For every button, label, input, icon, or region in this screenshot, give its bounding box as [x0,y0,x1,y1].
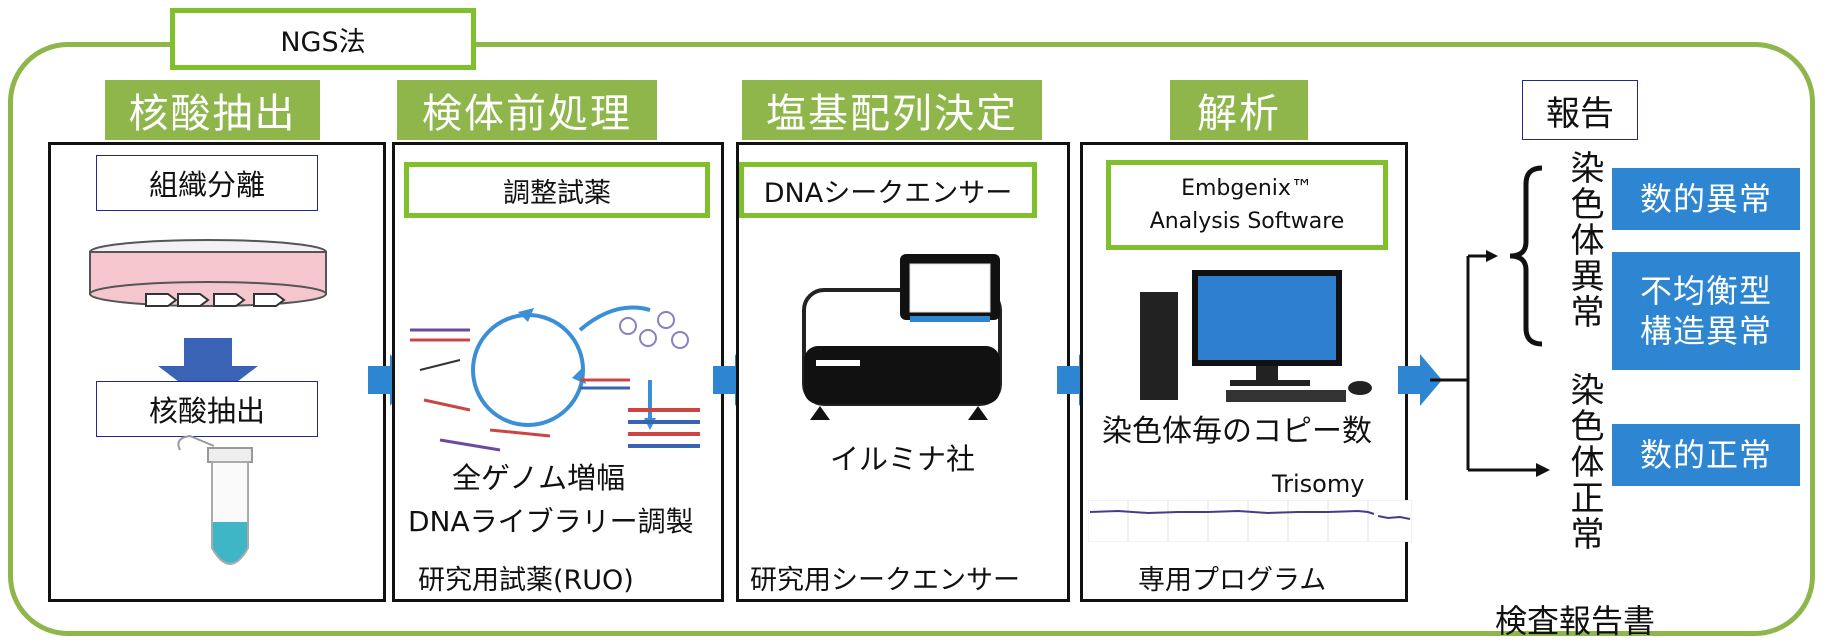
trisomy-label: Trisomy [1272,470,1365,498]
software-subtitle: Analysis Software [1149,209,1345,234]
extraction-box: 核酸抽出 [96,381,318,437]
chromosome-normal-label: 染色体正常 [1564,372,1604,552]
genome-amplification-diagram [410,305,700,452]
stage-nucleic-acid-extraction: 核酸抽出 [105,80,320,140]
sequencer-box: DNAシークエンサー [739,162,1037,218]
structural-line-1: 不均衡型 [1639,272,1772,310]
tissue-separation-box: 組織分離 [96,155,318,211]
reagent-box: 調整試薬 [404,162,710,218]
numerical-normal-box: 数的正常 [1612,424,1800,486]
stage-sequencing: 塩基配列決定 [742,80,1042,140]
numerical-abnormality-box: 数的異常 [1612,168,1800,230]
stage-report: 報告 [1522,80,1638,140]
computer-icon [1140,270,1372,402]
library-prep-caption: DNAライブラリー調製 [408,505,694,538]
structural-line-2: 構造異常 [1639,312,1772,350]
panel-sample-prep [392,142,724,602]
stage-sample-prep: 検体前処理 [397,80,657,140]
copy-number-plot [1088,500,1412,542]
research-sequencer-footer: 研究用シークエンサー [750,565,1020,596]
test-report-label: 検査報告書 [1495,602,1656,640]
dedicated-program-footer: 専用プログラム [1138,565,1327,596]
workflow-frame [8,42,1815,636]
chromosome-abnormal-label: 染色体異常 [1564,150,1604,330]
petri-dish-illustration [89,239,327,404]
ruo-footer: 研究用試薬(RUO) [418,565,634,596]
wga-caption: 全ゲノム増幅 [452,461,626,495]
software-box: Embgenix™ Analysis Software [1106,160,1388,250]
copy-number-caption: 染色体毎のコピー数 [1102,414,1372,449]
report-branch-connectors [1430,165,1550,477]
arrow-right-icon [1398,354,1442,406]
sample-tube-icon [177,434,253,565]
sequencer-machine-icon [802,254,1002,420]
illumina-caption: イルミナ社 [830,442,976,476]
software-name: Embgenix™ [1181,176,1313,201]
structural-abnormality-box: 不均衡型 構造異常 [1612,252,1800,370]
ngs-method-label: NGS法 [170,8,476,70]
stage-analysis: 解析 [1170,80,1308,140]
